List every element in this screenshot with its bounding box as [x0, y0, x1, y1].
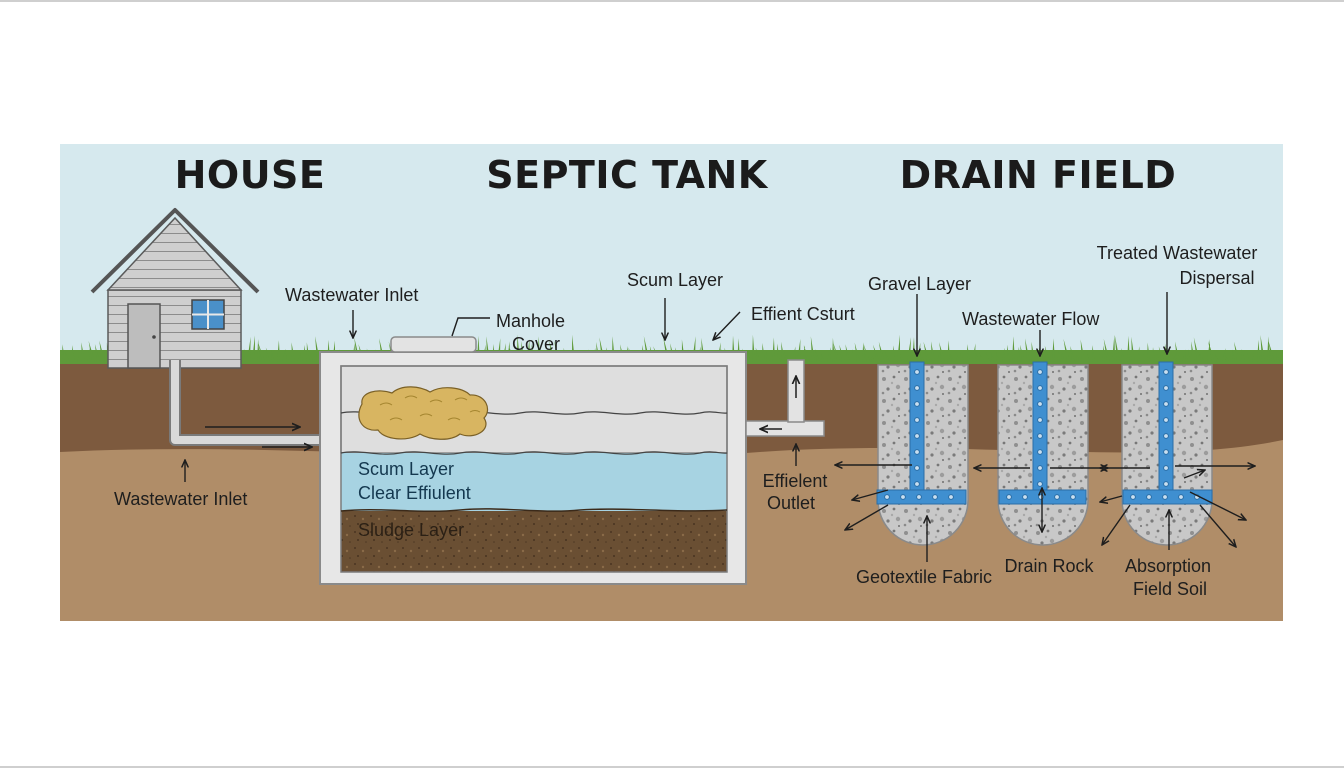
absorption-field-label-line2: Field Soil: [1133, 579, 1207, 599]
gravel-layer-label: Gravel Layer: [868, 274, 971, 294]
drain-pipe-3: [1122, 361, 1213, 505]
geotextile-fabric-label: Geotextile Fabric: [856, 567, 992, 587]
clear-effluent-label: Clear Effiulent: [358, 483, 471, 503]
scum-layer-tank-label: Scum Layer: [358, 459, 454, 479]
effient-csturt-arrow: [713, 311, 741, 340]
absorption-field-label-line1: Absorption: [1125, 556, 1211, 576]
treated-wastewater-label-line2: Dispersal: [1179, 268, 1254, 288]
effluent-surface-line: [340, 451, 728, 455]
drain-field-pipes: [876, 361, 1213, 505]
manhole-cover-label-line2: Cover: [512, 334, 560, 354]
inlet-pipe-fill: [171, 360, 320, 444]
manhole-cover-label-line1: Manhole: [496, 311, 565, 331]
scum-blob-texture: [379, 395, 481, 421]
top-border-line: [0, 0, 1344, 2]
scum-layer-top-label: Scum Layer: [627, 270, 723, 290]
effluent-outlet-label-line2: Outlet: [767, 493, 815, 513]
grass-blades: [62, 334, 1280, 362]
wastewater-inlet-bottom-label: Wastewater Inlet: [114, 489, 247, 509]
effluent-outlet-label-line1: Effielent: [763, 471, 828, 491]
septic-tank: [319, 336, 747, 585]
drain-rock-label: Drain Rock: [1004, 556, 1094, 576]
tank-inner-border: [340, 365, 728, 573]
door-knob: [152, 335, 156, 339]
treated-wastewater-label-line1: Treated Wastewater: [1097, 243, 1258, 263]
clear-effluent-zone: [341, 453, 727, 511]
house-section-title: HOUSE: [175, 153, 326, 197]
house-roof: [90, 208, 260, 294]
house-gable: [106, 216, 243, 291]
manhole-leader: [451, 317, 490, 337]
drain-field-section-title: DRAIN FIELD: [900, 153, 1177, 197]
wastewater-inlet-top-label: Wastewater Inlet: [285, 285, 418, 305]
effient-csturt-label: Effient Csturt: [751, 304, 855, 324]
manhole-cover: [390, 336, 477, 353]
wastewater-flow-label: Wastewater Flow: [962, 309, 1100, 329]
sludge-layer-label: Sludge Layer: [358, 520, 464, 540]
bottom-border-line: [0, 766, 1344, 768]
house-window: [191, 299, 225, 330]
callout-lines: [185, 292, 1169, 562]
septic-tank-section-title: SEPTIC TANK: [486, 153, 769, 197]
sludge-surface-line: [340, 508, 728, 513]
sky-background: [60, 144, 1283, 359]
sludge-zone: [341, 511, 727, 572]
grass-blade-group: [62, 334, 1280, 362]
dispersal-arrows: [835, 465, 1255, 547]
drain-pipe-1: [876, 361, 967, 505]
house: [90, 208, 260, 369]
